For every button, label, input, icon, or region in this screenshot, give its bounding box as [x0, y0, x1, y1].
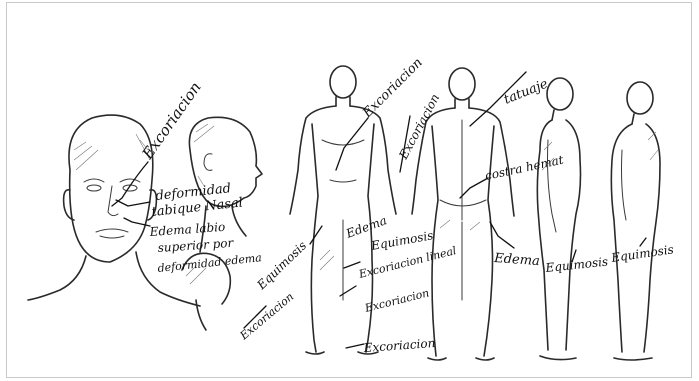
- label-edema: Edema: [493, 251, 541, 269]
- body-side-figure-2: [611, 82, 660, 360]
- label-excoriacion-chest: Excoriacion: [360, 55, 426, 121]
- label-excoriacion-neck: Excoriacion: [237, 290, 296, 343]
- label-equimosis-front: Equimosis: [254, 238, 310, 292]
- label-tatuaje: tatuaje: [502, 76, 551, 107]
- label-costra-hemat: costra hemat: [484, 153, 565, 183]
- label-equimosis-side: Equimosis: [544, 254, 609, 275]
- label-excoriacion-face: Excoriacion: [138, 79, 205, 164]
- label-superior-por: superior por: [157, 236, 235, 255]
- label-excoriacion-back: Excoriacion: [396, 92, 443, 163]
- label-equimosis-right: Equimosis: [609, 242, 674, 265]
- label-equimosis-thigh: Equimosis: [369, 228, 434, 253]
- handwritten-labels: Excoriacion deformidad tabique Nasal Ede…: [138, 55, 675, 355]
- body-side-figure-1: [537, 78, 580, 360]
- label-excoriacion-foot: Excoriacion: [362, 336, 436, 355]
